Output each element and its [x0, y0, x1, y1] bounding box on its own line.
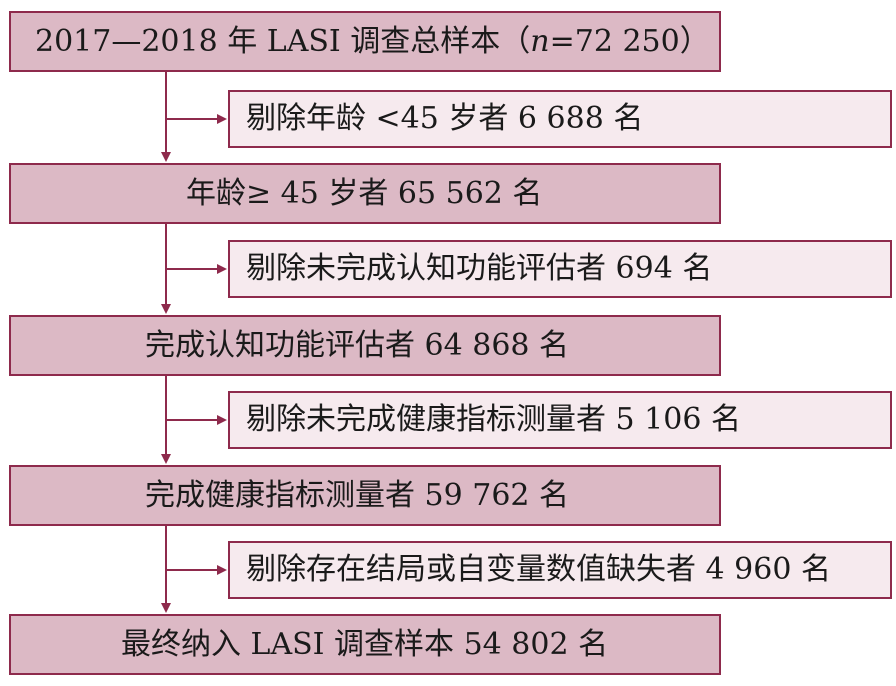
exclusion-missing: 剔除存在结局或自变量数值缺失者 4 960 名	[228, 541, 892, 599]
step-total-sample-pre: 2017—2018 年 LASI 调查总样本（	[35, 23, 531, 59]
exclusion-age: 剔除年龄 <45 岁者 6 688 名	[228, 90, 892, 148]
step-total-sample: 2017—2018 年 LASI 调查总样本（n=72 250）	[9, 11, 721, 72]
exclusion-health-text: 剔除未完成健康指标测量者 5 106 名	[246, 402, 741, 437]
step-total-sample-post: =72 250）	[549, 23, 710, 59]
exclusion-missing-text: 剔除存在结局或自变量数值缺失者 4 960 名	[246, 552, 831, 587]
exclusion-cognitive-text: 剔除未完成认知功能评估者 694 名	[246, 251, 713, 286]
step-final-sample-text: 最终纳入 LASI 调查样本 54 802 名	[121, 626, 609, 662]
step-total-sample-var: n	[530, 23, 550, 59]
step-age-eligible-text: 年龄≥ 45 岁者 65 562 名	[186, 175, 543, 211]
exclusion-cognitive: 剔除未完成认知功能评估者 694 名	[228, 240, 892, 298]
step-final-sample: 最终纳入 LASI 调查样本 54 802 名	[9, 614, 721, 675]
step-health-complete-text: 完成健康指标测量者 59 762 名	[145, 477, 570, 513]
step-health-complete: 完成健康指标测量者 59 762 名	[9, 465, 721, 526]
exclusion-age-text: 剔除年龄 <45 岁者 6 688 名	[246, 101, 644, 136]
step-cognitive-complete-text: 完成认知功能评估者 64 868 名	[145, 327, 570, 363]
exclusion-health: 剔除未完成健康指标测量者 5 106 名	[228, 391, 892, 449]
step-age-eligible: 年龄≥ 45 岁者 65 562 名	[9, 163, 721, 224]
step-cognitive-complete: 完成认知功能评估者 64 868 名	[9, 315, 721, 376]
